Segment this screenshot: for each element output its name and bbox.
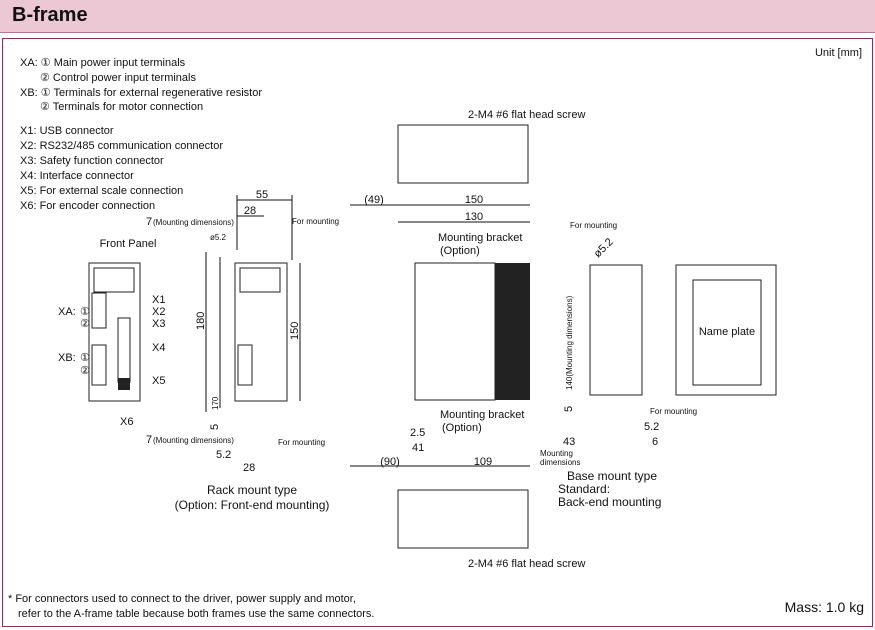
for-mounting-top: For mounting — [570, 221, 617, 230]
legend-xa2: ② Control power input terminals — [40, 72, 196, 84]
dim-150: 150 — [289, 322, 301, 340]
dim-43: 43 — [563, 436, 575, 448]
bracket-bottom: Mounting bracket — [440, 409, 524, 421]
label-xa: XA: — [58, 306, 76, 318]
label-x5: X5 — [152, 375, 165, 387]
front-panel-view: Front Panel XA: ① ② XB: ① ② X1 X2 X3 X4 … — [58, 238, 165, 428]
option-top: (Option) — [440, 245, 480, 257]
dim-28-bottom: 28 — [243, 462, 255, 474]
circle-2: ② — [80, 318, 90, 330]
footer-note-2: refer to the A-frame table because both … — [18, 608, 374, 620]
mount-dim-2: dimensions — [540, 458, 580, 467]
dim-130: 130 — [465, 211, 483, 223]
dim-7-bottom: 7 — [146, 434, 152, 446]
dim-55: 55 — [256, 189, 268, 201]
label-x6: X6 — [120, 416, 133, 428]
label-x4: X4 — [152, 342, 165, 354]
dim-5-base: 5 — [563, 406, 575, 412]
circle-2: ② — [80, 365, 90, 377]
legend-x4: X4: Interface connector — [20, 170, 134, 182]
for-mounting-bottom: For mounting — [650, 407, 697, 416]
side-view: 2-M4 #6 flat head screw (49) 150 130 Mou… — [350, 109, 585, 570]
dim-90: (90) — [380, 456, 400, 468]
dim-140: 140(Mounting dimensions) — [565, 295, 574, 390]
legend-x3: X3: Safety function connector — [20, 155, 164, 167]
base-standard: Standard: — [558, 482, 610, 496]
dim-41: 41 — [412, 442, 424, 454]
legend-xa1: XA: ① Main power input terminals — [20, 57, 186, 69]
page-title: B-frame — [12, 4, 88, 26]
front-panel-title: Front Panel — [100, 238, 157, 250]
base-back-end: Back-end mounting — [558, 495, 661, 509]
legend-x5: X5: For external scale connection — [20, 185, 183, 197]
legend-xb2: ② Terminals for motor connection — [40, 101, 203, 113]
label-x1: X1 — [152, 294, 165, 306]
label-x3: X3 — [152, 318, 165, 330]
header-bar: B-frame — [0, 0, 875, 33]
mount-dim-note: (Mounting dimensions) — [153, 218, 234, 227]
unit-label: Unit [mm] — [815, 47, 862, 59]
rack-title: Rack mount type — [207, 483, 297, 497]
screw-note-bottom: 2-M4 #6 flat head screw — [468, 558, 585, 570]
label-x2: X2 — [152, 306, 165, 318]
dim-2-5: 2.5 — [410, 427, 425, 439]
drawing-frame — [2, 38, 873, 627]
rack-mount-view: 55 28 7 (Mounting dimensions) For mounti… — [146, 189, 339, 512]
label-xb: XB: — [58, 352, 76, 364]
dim-28: 28 — [244, 205, 256, 217]
mount-dim-1: Mounting — [540, 449, 573, 458]
mount-dim-note-bottom: (Mounting dimensions) — [153, 436, 234, 445]
screw-note-top: 2-M4 #6 flat head screw — [468, 109, 585, 121]
legend-x6: X6: For encoder connection — [20, 200, 155, 212]
dim-phi: ø5.2 — [210, 233, 227, 242]
dim-7: 7 — [146, 216, 152, 228]
legend-x1: X1: USB connector — [20, 125, 114, 137]
bracket-top: Mounting bracket — [438, 232, 522, 244]
base-title: Base mount type — [567, 469, 657, 483]
legend-xb1: XB: ① Terminals for external regenerativ… — [20, 87, 262, 99]
for-mounting-note: For mounting — [292, 217, 339, 226]
option-bottom: (Option) — [442, 422, 482, 434]
footer-note-1: * For connectors used to connect to the … — [8, 593, 356, 605]
dim-phi-base: ø5.2 — [592, 236, 616, 260]
dim-6: 6 — [652, 436, 658, 448]
dim-5-2-base: 5.2 — [644, 421, 659, 433]
connector-legend: XA: ① Main power input terminals ② Contr… — [20, 57, 262, 212]
dim-170: 170 — [211, 396, 220, 410]
base-mount-view: For mounting ø5.2 140(Mounting dimension… — [540, 221, 777, 509]
name-plate: Name plate — [699, 326, 755, 338]
dim-5-2: 5.2 — [216, 449, 231, 461]
dim-5: 5 — [209, 424, 221, 430]
for-mounting-note-bottom: For mounting — [278, 438, 325, 447]
circle-1: ① — [80, 306, 90, 318]
mass-label: Mass: 1.0 kg — [785, 599, 864, 615]
circle-1: ① — [80, 352, 90, 364]
legend-x2: X2: RS232/485 communication connector — [20, 140, 223, 152]
rack-subtitle: (Option: Front-end mounting) — [175, 498, 330, 512]
dim-109: 109 — [474, 456, 492, 468]
dim-150-side: 150 — [465, 194, 483, 206]
dim-49: (49) — [364, 194, 384, 206]
dim-180: 180 — [195, 312, 207, 330]
